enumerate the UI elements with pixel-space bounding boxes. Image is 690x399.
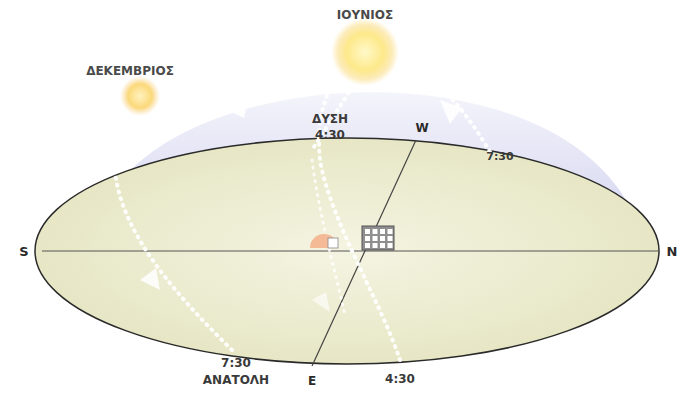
window [373, 243, 378, 248]
path-arrow [218, 100, 248, 118]
time-label: 7:30 [486, 150, 513, 163]
compass-label: N [667, 244, 678, 259]
december-sun [120, 76, 160, 116]
ground-plane [35, 138, 659, 364]
building-windows [365, 229, 393, 248]
window [365, 229, 370, 234]
compass-label-holder: W [415, 118, 428, 136]
window [373, 236, 378, 241]
compass-label-holder: E [308, 371, 316, 389]
window [380, 243, 385, 248]
time-label: 7:30 [221, 356, 251, 370]
west-east-axis [312, 140, 416, 366]
time-label: 4:30 [315, 128, 345, 142]
sunrise-label-holder: ΑΝΑΤΟΛΗ [203, 370, 269, 388]
window [380, 236, 385, 241]
compass-label: S [19, 244, 28, 259]
time-label: 4:30 [385, 372, 415, 386]
window [380, 229, 385, 234]
compass-label: W [415, 121, 428, 135]
path-arrow [312, 292, 330, 312]
time-label-holder: 7:30 [221, 353, 251, 371]
building [362, 226, 394, 250]
december-sun-path [114, 80, 255, 350]
month-label-holder: ΙΟΥΝΙΟΣ [337, 5, 393, 23]
month-label-holder: ΔΕΚΕΜΒΡΙΟΣ [86, 61, 174, 79]
june-sun [331, 18, 399, 86]
time-label-holder: 4:30 [315, 125, 345, 143]
house-shade [310, 234, 338, 248]
window [365, 236, 370, 241]
window [365, 243, 370, 248]
compass-label: E [308, 374, 316, 388]
sunrise-label: ΑΝΑΤΟΛΗ [203, 373, 269, 387]
window [388, 229, 393, 234]
window [373, 229, 378, 234]
time-label-holder: 4:30 [385, 369, 415, 387]
june-sunset-ray [312, 75, 360, 150]
month-label: ΙΟΥΝΙΟΣ [337, 8, 393, 22]
path-arrow [440, 100, 462, 124]
path-arrow [140, 268, 160, 290]
window [388, 243, 393, 248]
sunset-label-holder: ΔΥΣΗ [312, 109, 348, 127]
month-label: ΔΕΚΕΜΒΡΙΟΣ [86, 64, 174, 78]
compass-label-holder: N [667, 242, 678, 260]
window [388, 236, 393, 241]
sunset-label: ΔΥΣΗ [312, 112, 348, 126]
time-label-holder: 7:30 [486, 146, 513, 164]
compass-label-holder: S [19, 242, 28, 260]
house [328, 238, 338, 248]
